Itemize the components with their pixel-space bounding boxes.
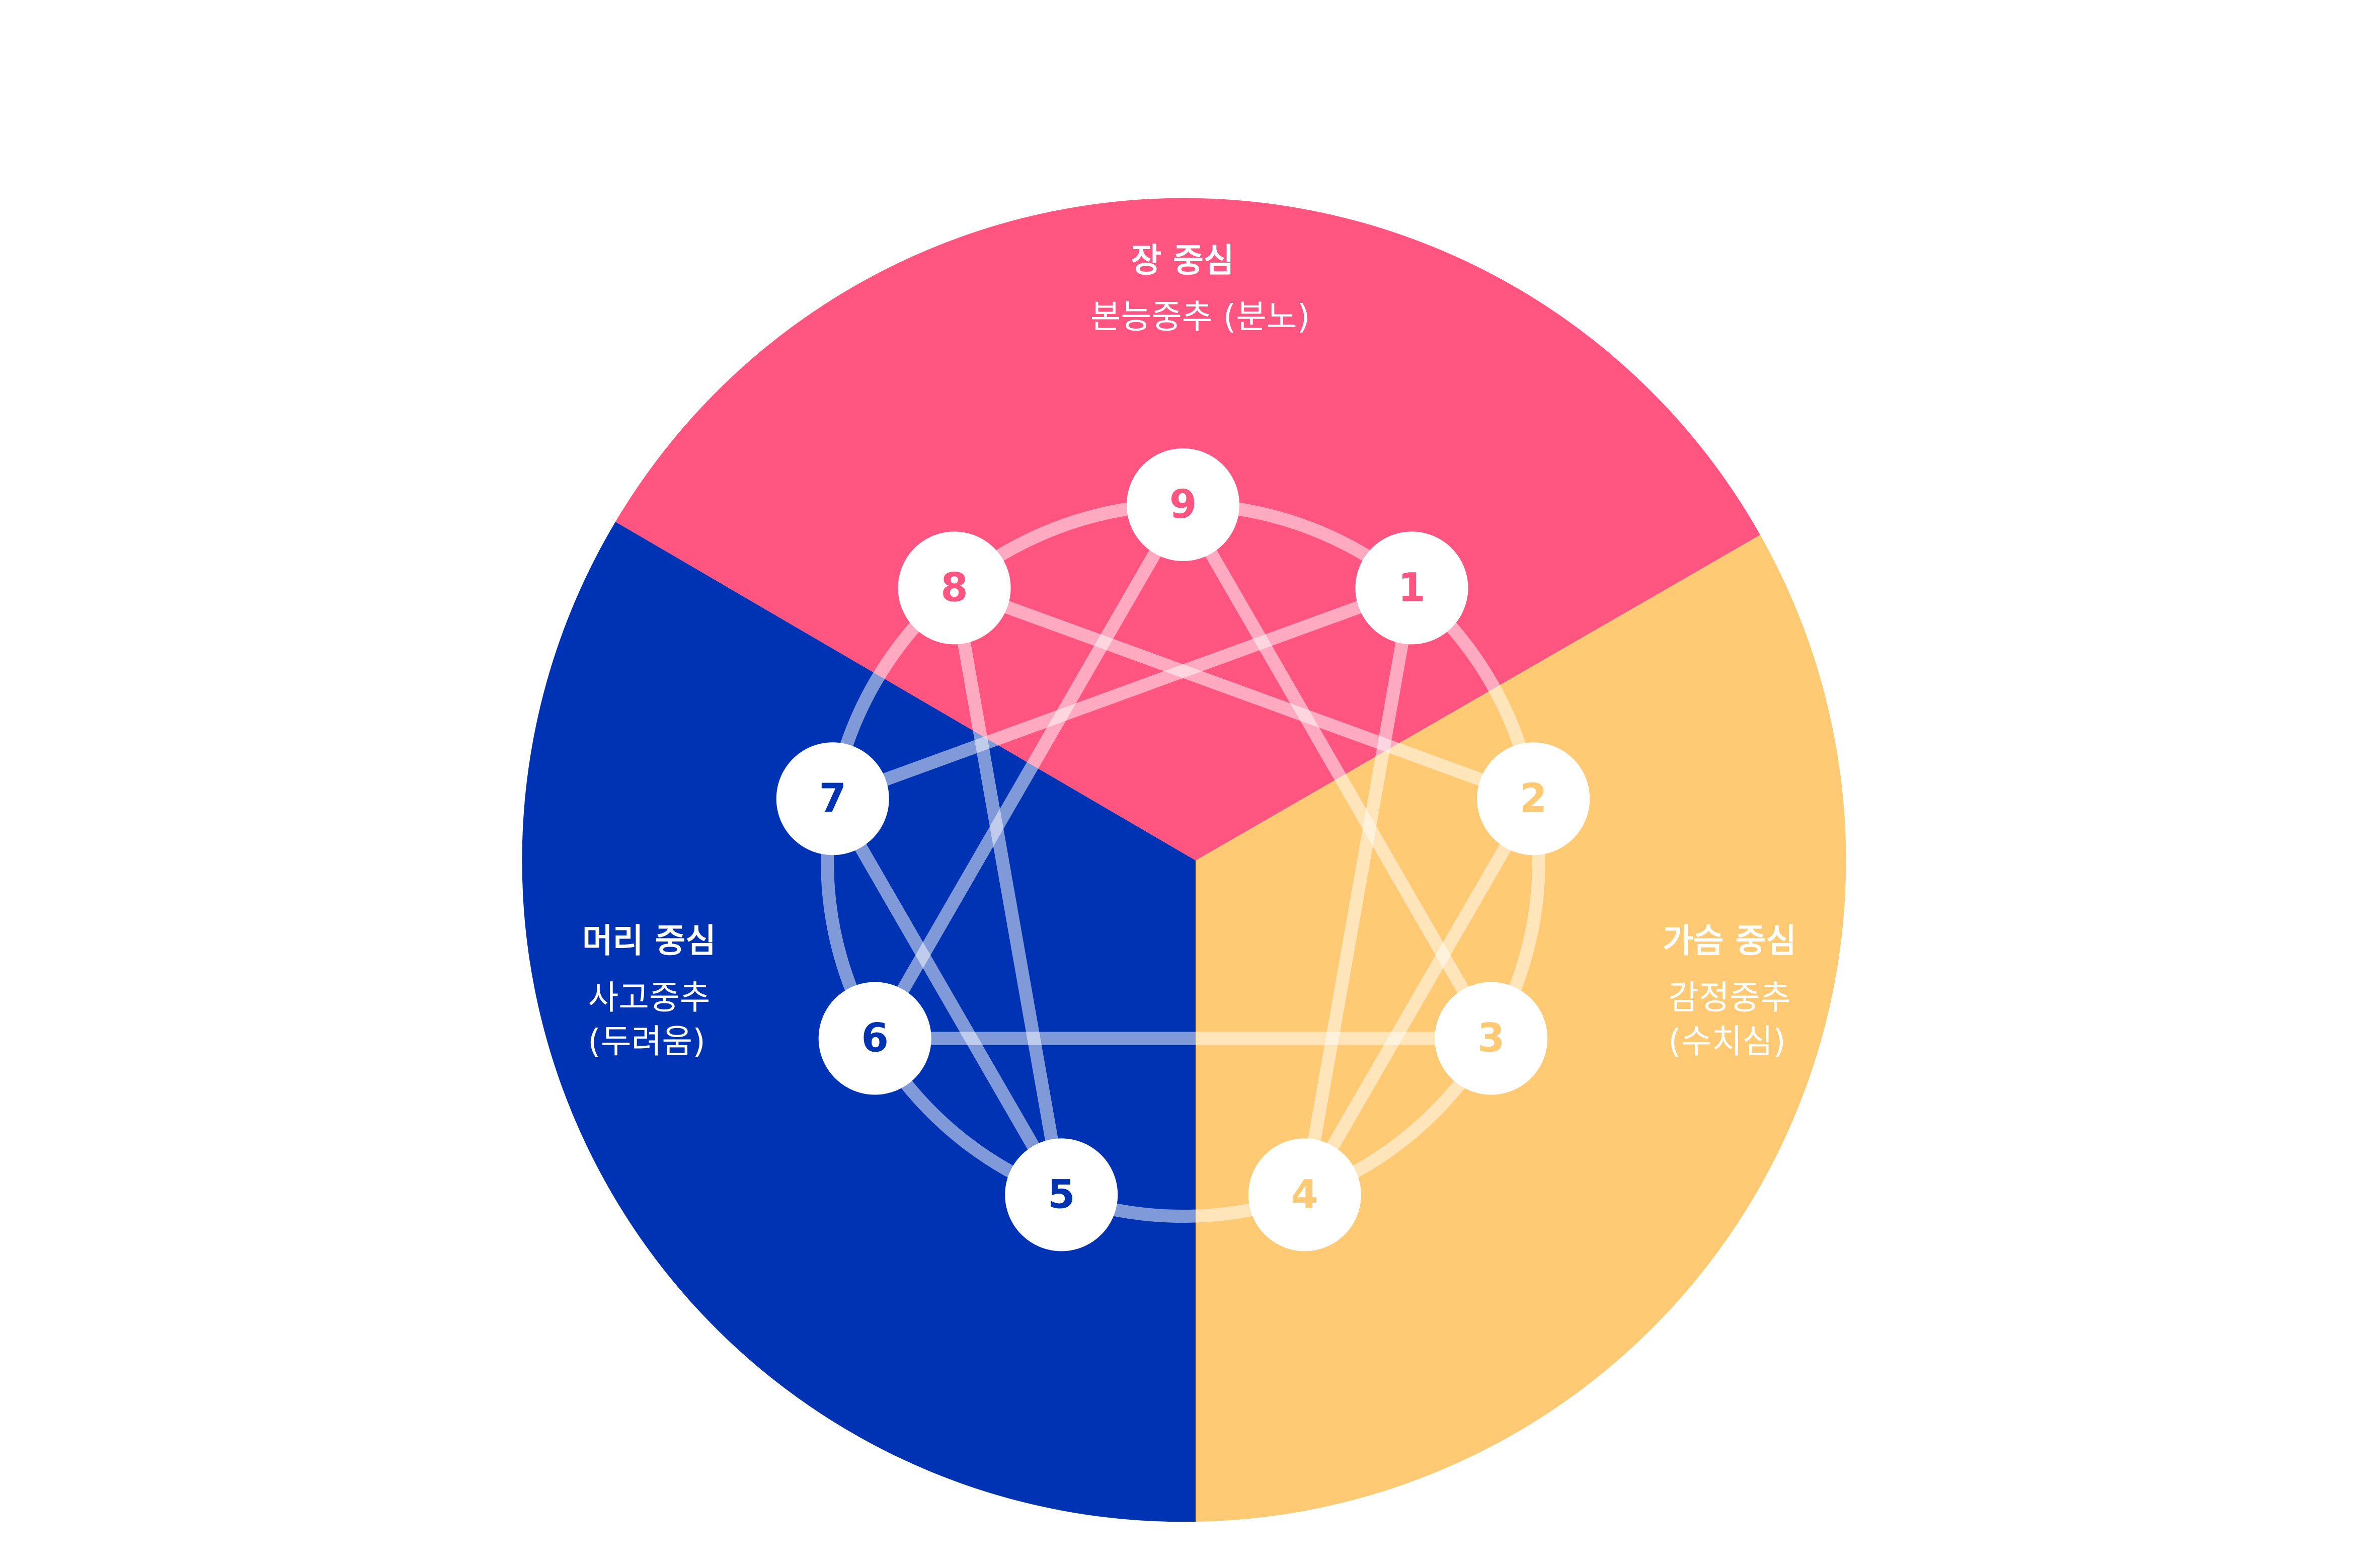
connection-line-8-5 [948,581,1068,1202]
node-circle-8 [898,531,1011,645]
node-2: 2 [1477,742,1590,855]
node-9: 9 [1127,448,1239,561]
node-label-1: 1 [1398,565,1425,610]
node-circle-2 [1477,742,1590,855]
enneagram-nodes: 9 1 2 3 4 5 6 7 8 [776,448,1590,1251]
connection-line-4-2 [1298,792,1540,1202]
node-circle-1 [1355,531,1468,645]
node-7: 7 [776,742,889,855]
connection-line-7-1 [826,581,1419,806]
node-label-7: 7 [819,776,846,821]
node-label-9: 9 [1169,482,1197,527]
node-circle-6 [818,982,931,1095]
node-circle-9 [1127,448,1239,561]
node-3: 3 [1435,982,1548,1095]
node-circle-3 [1435,982,1548,1095]
node-6: 6 [818,982,931,1095]
node-label-6: 6 [861,1016,889,1061]
node-circle-4 [1248,1138,1361,1251]
connection-line-1-4 [1298,581,1419,1202]
head-center-subtitle-line2: (두려움) [588,1022,705,1061]
node-label-4: 4 [1291,1172,1318,1217]
node-label-2: 2 [1520,776,1547,821]
connection-line-5-7 [826,792,1068,1202]
node-circle-5 [1005,1138,1118,1251]
node-8: 8 [898,531,1011,645]
heart-center-title: 가슴 중심 [1663,921,1796,960]
connection-line-2-8 [948,581,1540,806]
node-4: 4 [1248,1138,1361,1251]
node-5: 5 [1005,1138,1118,1251]
node-label-8: 8 [940,565,968,610]
gut-center-title: 장 중심 [1131,241,1234,280]
heart-center-subtitle-line2: (수치심) [1668,1022,1786,1061]
head-center-title: 머리 중심 [582,921,716,960]
node-circle-7 [776,742,889,855]
node-label-3: 3 [1477,1016,1505,1061]
head-center-subtitle-line1: 사고중추 [588,978,711,1017]
node-label-5: 5 [1048,1172,1075,1217]
heart-center-subtitle-line1: 감정중추 [1669,978,1791,1017]
gut-center-subtitle: 본능중추 (분노) [1090,297,1310,336]
node-1: 1 [1355,531,1468,645]
